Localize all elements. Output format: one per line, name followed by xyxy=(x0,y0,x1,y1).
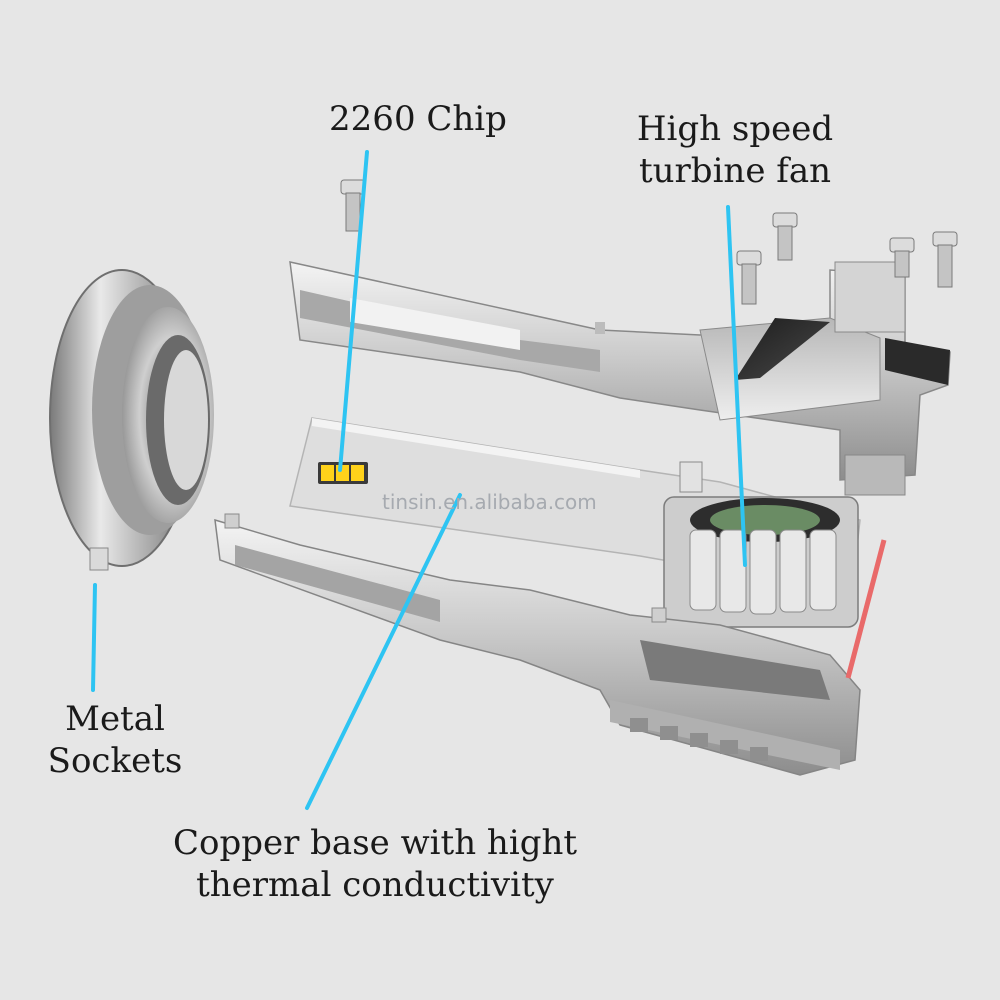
turbine-fan xyxy=(663,461,859,628)
screw-icon xyxy=(340,179,366,232)
bottom-housing xyxy=(214,513,861,776)
label-socket-line2: Sockets xyxy=(47,741,183,781)
label-metal-sockets: Metal Sockets xyxy=(30,698,200,782)
label-copper-base: Copper base with hight thermal conductiv… xyxy=(150,822,600,906)
screw-icon xyxy=(932,231,958,288)
watermark-text: tinsin.en.alibaba.com xyxy=(382,490,597,514)
top-housing xyxy=(289,261,951,496)
label-fan-line2: turbine fan xyxy=(638,151,832,191)
label-copper-line2: thermal conductivity xyxy=(196,865,554,905)
leader-line-copper xyxy=(305,493,462,810)
screw-icon xyxy=(772,212,798,261)
led-chip xyxy=(318,462,368,484)
leader-line-socket xyxy=(91,583,97,692)
label-fan-line1: High speed xyxy=(636,109,834,149)
label-socket-line1: Metal xyxy=(65,699,165,739)
screw-icon xyxy=(736,250,762,305)
leader-line-chip xyxy=(338,150,369,472)
label-chip-text: 2260 Chip xyxy=(329,99,507,139)
metal-socket xyxy=(49,269,214,571)
label-2260-chip: 2260 Chip xyxy=(318,98,518,140)
red-indicator-line xyxy=(845,539,887,679)
label-turbine-fan: High speed turbine fan xyxy=(610,108,860,192)
screws xyxy=(340,179,958,305)
leader-line-fan xyxy=(726,205,747,567)
screw-icon xyxy=(889,237,915,278)
leader-lines xyxy=(91,150,747,810)
label-copper-line1: Copper base with hight xyxy=(172,823,578,863)
